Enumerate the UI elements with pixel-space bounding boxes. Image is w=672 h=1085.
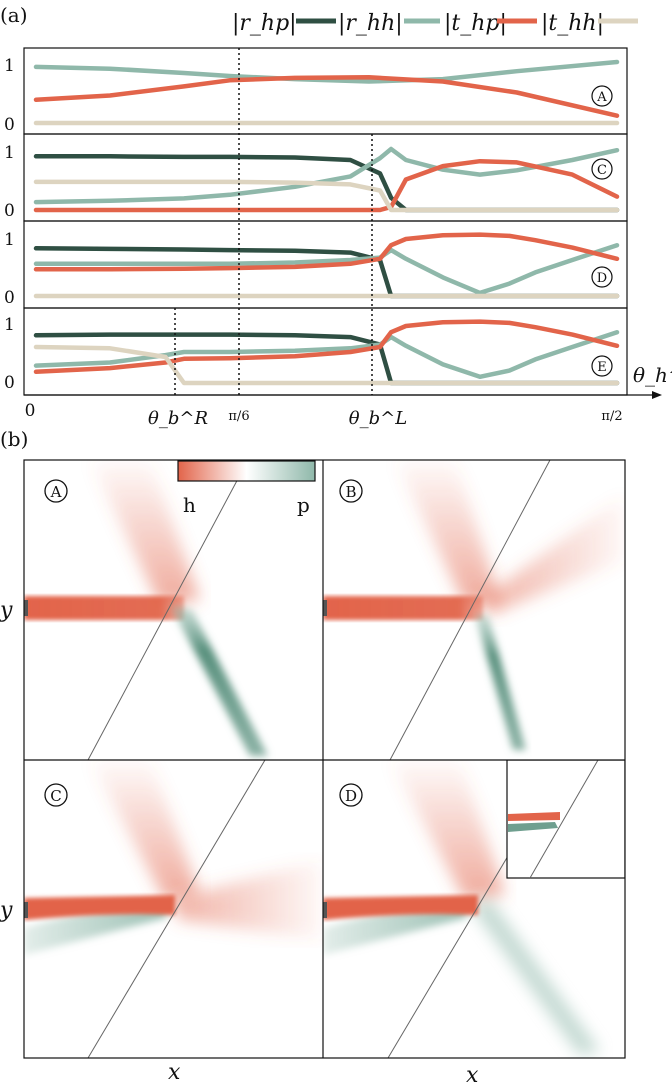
xtick-theta-b-R: θ_b^R (148, 408, 208, 429)
maps-frame (23, 459, 626, 1059)
series-line-A-1 (33, 75, 620, 118)
curves-C (33, 146, 620, 213)
reflected-p-beam (323, 905, 470, 955)
marker-circle (591, 355, 613, 377)
panel-a-label: (a) (0, 3, 28, 27)
curves-D (33, 232, 620, 299)
colorbar-label-h: h (183, 493, 196, 517)
xtick-theta-b-L: θ_b^L (349, 408, 407, 429)
series-line-C-1 (33, 146, 620, 205)
map-panel-C: C (24, 760, 323, 1058)
legend: |r_hp| |r_hh| |t_hp| |t_hh| (232, 11, 638, 36)
legend-entry-r-hh: |r_hh| (338, 11, 440, 36)
colorbar-gradient (177, 460, 316, 482)
subplot-D: 1 0 D (4, 220, 628, 309)
inset (506, 760, 625, 879)
reflected-h-beam (90, 460, 200, 605)
source-block (323, 902, 327, 918)
transmitted-h-beam (170, 860, 323, 940)
map-panel-D: D (323, 760, 625, 1058)
marker-label: E (597, 360, 607, 375)
map-xlabel-left: x (168, 1060, 181, 1085)
reflected-h-beam (390, 760, 505, 900)
series-line-D-1 (33, 242, 620, 296)
marker-label: C (597, 163, 607, 178)
marker-label: A (596, 90, 607, 105)
subplot-E: 1 0 E (4, 307, 628, 396)
x-axis-label: θ_h^{L,+} (633, 363, 672, 387)
inset-h-beam (508, 812, 560, 821)
subplot-A: 1 0 A (4, 47, 628, 135)
marker-circle (591, 158, 613, 180)
incident-h-beam (323, 596, 483, 620)
colorbar: h p (177, 460, 316, 517)
map-marker-circle (44, 783, 68, 807)
ytick-label: 1 (4, 315, 15, 335)
x-axis-arrowhead (652, 391, 662, 399)
curves-E (33, 319, 620, 386)
marker-label: D (597, 271, 607, 286)
legend-label-t-hp: |t_hp| (444, 11, 507, 36)
marker-circle (591, 266, 613, 288)
reflected-h-beam (90, 760, 200, 900)
source-block (24, 902, 28, 918)
xtick-0: 0 (25, 401, 36, 421)
inset-interface-line (529, 760, 599, 879)
interface-line (87, 460, 249, 760)
incident-h-beam (323, 895, 478, 920)
incident-h-beam (24, 596, 184, 620)
map-marker-circle (339, 783, 363, 807)
transmitted-p-beam (475, 615, 526, 750)
colorbar-label-p: p (297, 493, 310, 517)
map-marker-label: D (345, 787, 357, 805)
curves-A (33, 59, 620, 126)
x-axis: θ_h^{L,+} 0 θ_b^R π/6 θ_b^L π/2 (24, 363, 672, 429)
marker-circle (591, 85, 613, 107)
source-block (24, 600, 28, 616)
map-marker-label: B (345, 483, 356, 501)
reflected-h-beam (395, 460, 500, 605)
map-xlabel-right: x (466, 1063, 479, 1085)
map-panel-B: B (323, 460, 625, 760)
map-marker-circle (339, 479, 363, 503)
map-marker-label: A (50, 483, 62, 501)
map-ylabel-top: y (0, 598, 13, 623)
series-line-C-3 (33, 179, 620, 213)
transmitted-p-beam (170, 605, 268, 756)
legend-label-r-hh: |r_hh| (338, 11, 403, 36)
ytick-label: 0 (4, 201, 15, 221)
map-ylabel-bottom: y (0, 898, 13, 923)
legend-entry-t-hh: |t_hh| (541, 11, 638, 36)
ytick-label: 0 (4, 288, 15, 308)
inset-p-beam (508, 822, 558, 832)
interface-line (389, 460, 551, 760)
map-marker-circle (44, 479, 68, 503)
subplot-C: 1 0 C (4, 133, 628, 222)
series-line-C-2 (33, 158, 620, 213)
legend-label-r-hp: |r_hp| (232, 11, 297, 36)
ytick-label: 0 (4, 115, 15, 135)
source-block (323, 600, 327, 616)
xtick-pi-over-6: π/6 (228, 409, 249, 424)
legend-entry-r-hp: |r_hp| (232, 11, 336, 36)
panel-b-label: (b) (0, 427, 28, 451)
ytick-label: 0 (4, 373, 15, 393)
incident-h-beam (24, 895, 175, 920)
series-line-D-0 (33, 246, 620, 299)
ytick-label: 1 (4, 56, 15, 76)
legend-label-t-hh: |t_hh| (541, 11, 604, 36)
ytick-label: 1 (4, 143, 15, 163)
ytick-label: 1 (4, 230, 15, 250)
transmitted-p-beam (470, 900, 600, 1055)
legend-entry-t-hp: |t_hp| (444, 11, 537, 36)
reflected-p-beam (24, 905, 170, 955)
interface-line (87, 760, 266, 1058)
xtick-pi-over-2: π/2 (601, 409, 622, 424)
series-line-E-2 (33, 319, 620, 375)
map-marker-label: C (50, 787, 61, 805)
transmitted-h-beam (480, 495, 625, 615)
map-panel-A: A (24, 460, 323, 760)
series-line-D-2 (33, 232, 620, 272)
